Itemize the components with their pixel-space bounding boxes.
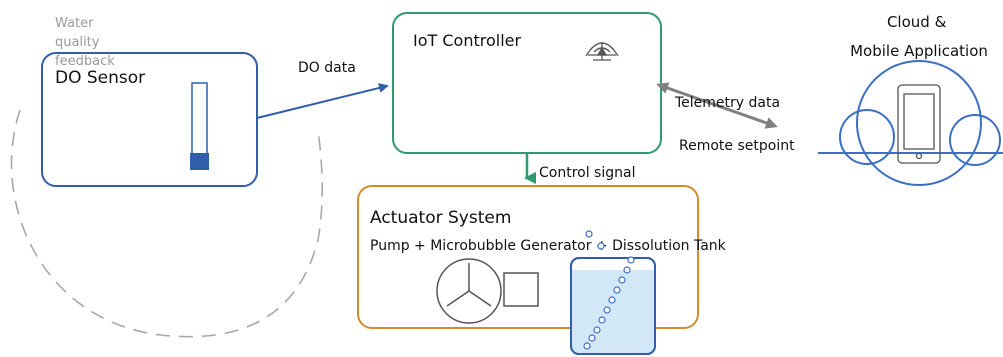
cloud-node: Cloud & Mobile Application: [818, 13, 1003, 186]
mobile-phone-icon: [897, 84, 941, 164]
actuator-subtitle: Pump + Microbubble Generator + Dissoluti…: [370, 238, 727, 254]
do-sensor-node: DO Sensor: [41, 52, 258, 187]
do-data-arrow: [256, 83, 389, 119]
do-data-label: DO data: [298, 60, 356, 76]
do-sensor-title: DO Sensor: [55, 68, 145, 88]
feedback-label: Water quality feedback: [55, 16, 115, 69]
antenna-icon: [585, 42, 619, 61]
feedback-loop-arc: [10, 109, 323, 338]
iot-controller-title: IoT Controller: [413, 31, 521, 50]
probe-icon: [190, 82, 209, 170]
remote-setpoint-label: Remote setpoint: [679, 138, 795, 154]
cloud-title: Cloud & Mobile Application: [850, 13, 988, 60]
cloud-icon: [818, 60, 1003, 186]
telemetry-arrow: [656, 82, 778, 129]
pump-fan-icon: [436, 258, 502, 324]
control-signal-label: Control signal: [539, 165, 635, 181]
tank-bubbles-icon: [570, 230, 656, 355]
actuator-system-node: Actuator System Pump + Microbubble Gener…: [357, 185, 727, 355]
motor-icon: [503, 272, 539, 307]
iot-controller-node: IoT Controller: [392, 12, 662, 154]
actuator-title: Actuator System: [370, 208, 511, 228]
telemetry-label: Telemetry data: [674, 95, 780, 111]
